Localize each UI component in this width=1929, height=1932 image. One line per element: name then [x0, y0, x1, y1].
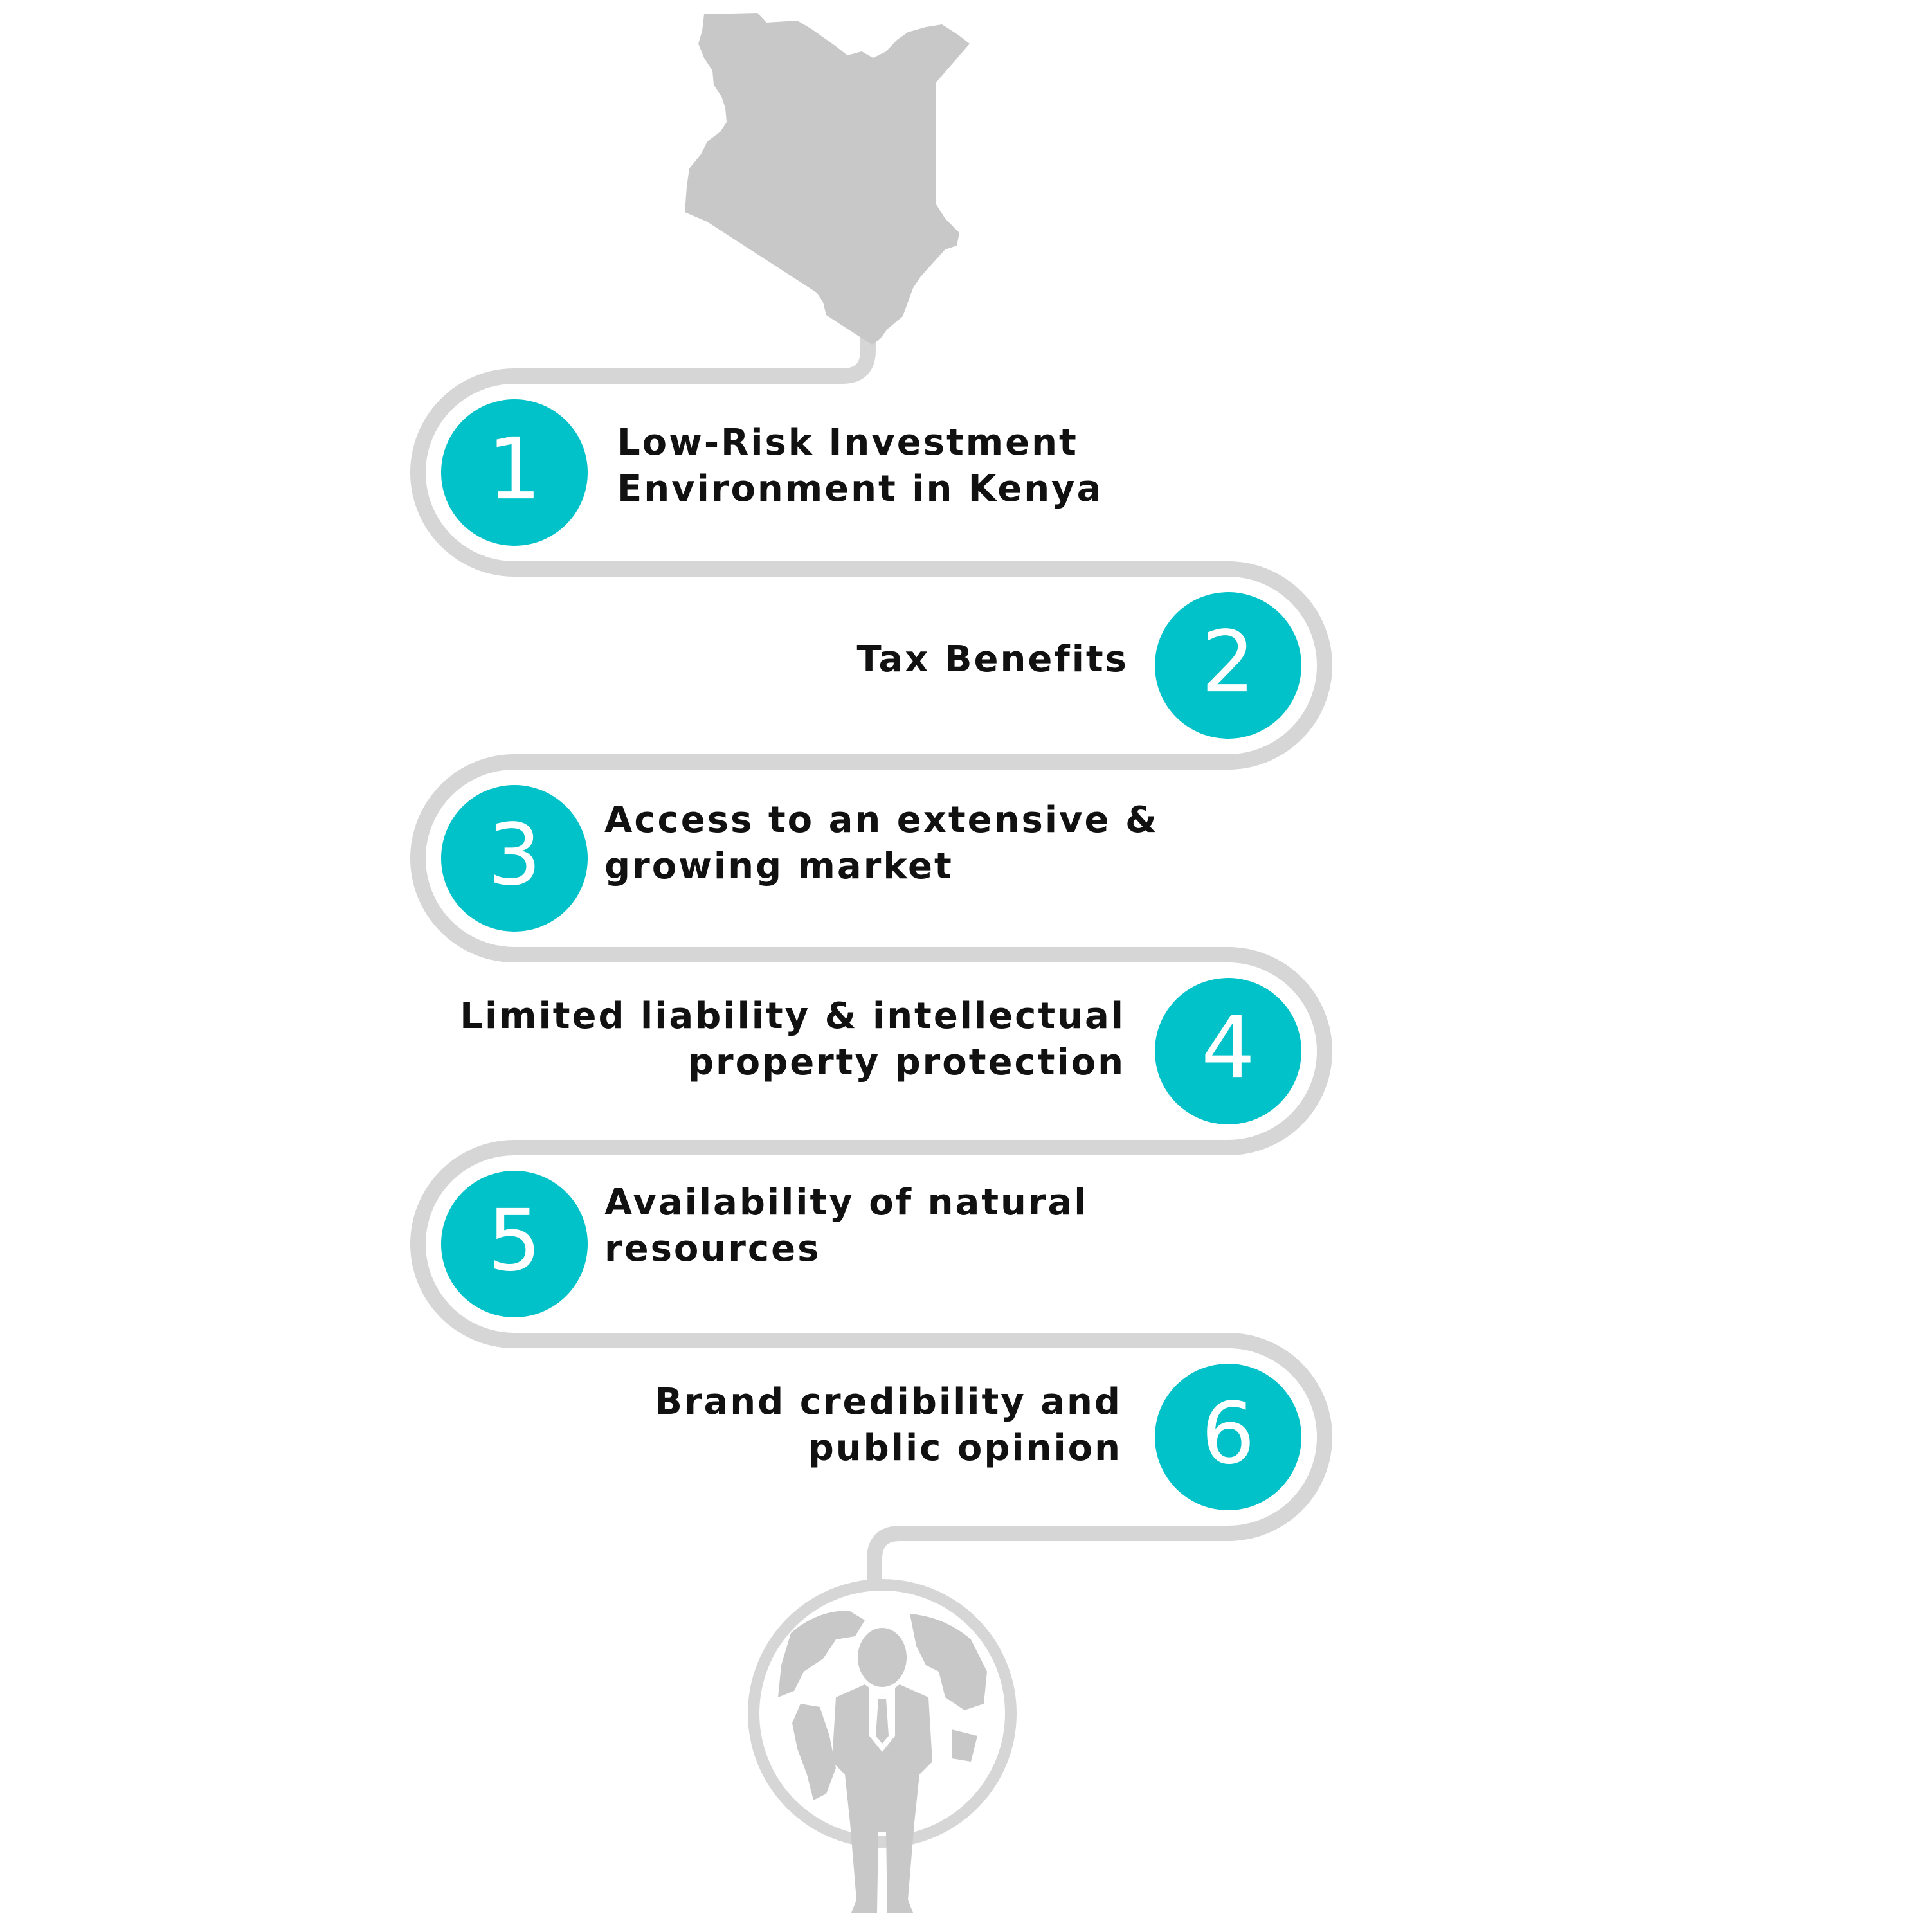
step-4-number: 4 [1201, 998, 1255, 1097]
step-4-circle [1155, 978, 1301, 1124]
winding-path [410, 327, 1332, 1589]
step-2-label-line-1: Tax Benefits [856, 638, 1128, 680]
step-5-label-line-1: Availability of natural [604, 1182, 1089, 1223]
globe-outline [748, 1579, 1017, 1848]
step-5-number: 5 [487, 1191, 541, 1290]
globe-businessman-icon [748, 1579, 1017, 1913]
kenya-map-icon [685, 13, 970, 345]
step-6-label-line-2: public opinion [808, 1427, 1122, 1469]
step-2-number: 2 [1201, 613, 1255, 712]
step-3-label: Access to an extensive & growing market [604, 797, 1159, 890]
step-3-circle [441, 785, 588, 932]
step-5-circle [441, 1171, 588, 1317]
step-1-number: 1 [487, 420, 541, 519]
step-6-label-line-1: Brand credibility and [655, 1381, 1122, 1423]
step-4-label-line-1: Limited liability & intellectual [460, 995, 1125, 1037]
step-5-label: Availability of natural resources [604, 1180, 1088, 1272]
step-1-label-line-2: Environment in Kenya [617, 468, 1103, 510]
step-5-label-line-2: resources [604, 1228, 821, 1270]
step-4-label-line-2: property protection [687, 1042, 1125, 1083]
step-1-label-line-1: Low-Risk Investment [617, 422, 1078, 464]
globe-continents [778, 1611, 987, 1800]
step-3-number: 3 [487, 806, 541, 905]
step-6-number: 6 [1201, 1384, 1255, 1483]
step-6-label: Brand credibility and public opinion [655, 1379, 1122, 1472]
step-1-circle [441, 399, 588, 546]
step-2-circle [1155, 592, 1301, 739]
step-2-label: Tax Benefits [856, 636, 1128, 683]
businessman-figure [832, 1628, 932, 1913]
step-3-label-line-2: growing market [604, 845, 954, 887]
step-6-circle [1155, 1364, 1301, 1510]
step-3-label-line-1: Access to an extensive & [604, 799, 1159, 841]
step-markers: 1 2 3 4 5 6 [441, 399, 1301, 1510]
step-1-label: Low-Risk Investment Environment in Kenya [617, 420, 1103, 512]
step-4-label: Limited liability & intellectual propert… [460, 993, 1125, 1086]
